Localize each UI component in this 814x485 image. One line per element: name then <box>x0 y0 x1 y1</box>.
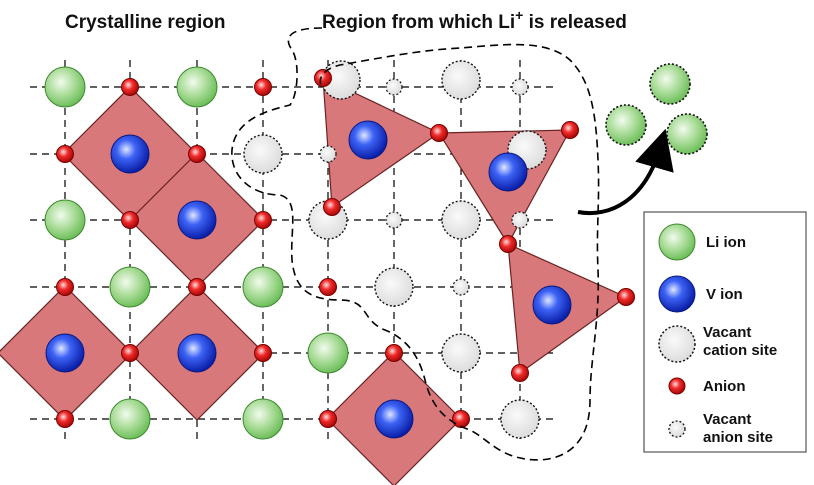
anion <box>617 288 635 306</box>
anion <box>452 410 470 428</box>
li-ion <box>44 66 86 108</box>
legend-vacant-cation-label-1: Vacant <box>703 324 751 341</box>
release-arrow <box>577 128 674 215</box>
anion <box>56 410 74 428</box>
legend-anion-icon <box>668 377 686 395</box>
vacant-anion-site <box>452 278 470 296</box>
v-ion <box>374 399 414 439</box>
anion <box>56 278 74 296</box>
legend-vacant-anion-label-1: Vacant <box>703 411 751 428</box>
anion <box>430 124 448 142</box>
v-ion <box>177 200 217 240</box>
vacant-cation-site <box>374 267 414 307</box>
li-ion <box>307 332 349 374</box>
legend-vacant-cation-icon <box>658 325 696 363</box>
vacant-cation-site <box>500 399 540 439</box>
released-li-ion <box>666 113 708 155</box>
legend-v-ion-icon <box>658 275 696 313</box>
released-li-ion <box>649 63 691 105</box>
li-ion <box>109 398 151 440</box>
anion <box>254 344 272 362</box>
anion <box>385 344 403 362</box>
anion <box>319 410 337 428</box>
legend-v-ion-label: V ion <box>706 286 743 303</box>
legend-vacant-anion-label-2: anion site <box>703 429 773 446</box>
vacant-cation-site <box>321 60 361 100</box>
anion <box>188 278 206 296</box>
anion <box>323 198 341 216</box>
v-ion <box>532 285 572 325</box>
legend-li-ion-icon <box>658 223 696 261</box>
vacant-anion-site <box>319 145 337 163</box>
released-region-boundary <box>231 27 600 461</box>
released-li-ions <box>605 63 708 155</box>
li-ion <box>176 66 218 108</box>
anion <box>499 235 517 253</box>
anion <box>121 344 139 362</box>
v-ion <box>348 120 388 160</box>
released-li-ion <box>605 104 647 146</box>
legend-anion-label: Anion <box>703 378 746 395</box>
crystalline-region-title: Crystalline region <box>65 12 226 33</box>
anion <box>188 145 206 163</box>
li-ion <box>109 266 151 308</box>
anion <box>56 145 74 163</box>
anion <box>319 278 337 296</box>
legend-vacant-cation-label-2: cation site <box>703 342 777 359</box>
anion <box>254 211 272 229</box>
vacant-cation-site <box>441 200 481 240</box>
vacant-anion-site <box>511 78 529 96</box>
vacant-cation-site <box>441 60 481 100</box>
v-ion <box>45 333 85 373</box>
anion <box>314 69 332 87</box>
anion <box>254 78 272 96</box>
vacant-anion-site <box>511 211 529 229</box>
released-region-title: Region from which Li+ is released <box>322 7 627 33</box>
vacant-anion-site <box>385 211 403 229</box>
v-ion <box>488 152 528 192</box>
legend-li-ion-label: Li ion <box>706 234 746 251</box>
v-ion <box>110 134 150 174</box>
vacant-cation-site <box>243 134 283 174</box>
polyhedra-layer <box>0 77 628 485</box>
li-ion <box>242 398 284 440</box>
v-ion <box>177 333 217 373</box>
li-ion <box>44 199 86 241</box>
anion <box>511 364 529 382</box>
anion <box>561 121 579 139</box>
vacant-cation-site <box>441 333 481 373</box>
legend: Li ion V ion Vacant cation site Anion Va… <box>643 211 807 453</box>
legend-vacant-anion-icon <box>668 420 686 438</box>
anion <box>121 78 139 96</box>
vacant-anion-site <box>385 78 403 96</box>
atoms-layer <box>44 60 635 440</box>
anion <box>121 211 139 229</box>
li-ion <box>242 266 284 308</box>
